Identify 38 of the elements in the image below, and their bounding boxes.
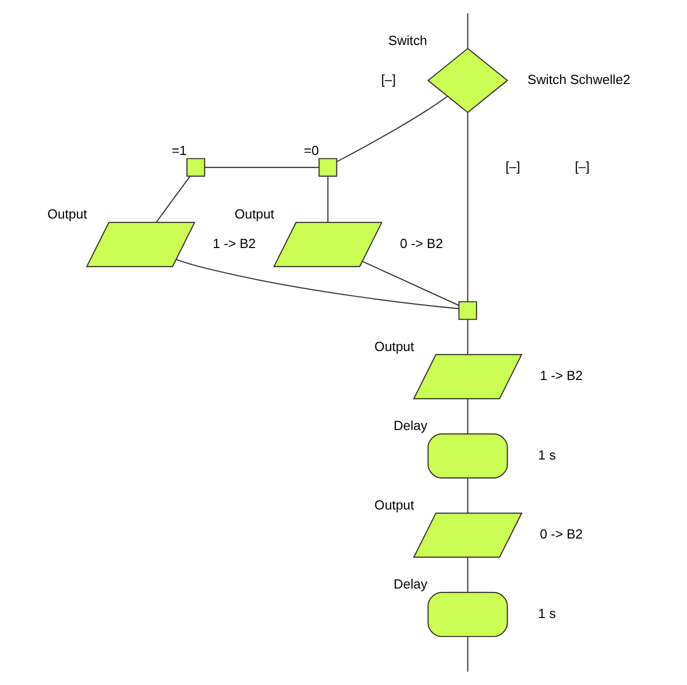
node-label: Delay [393, 418, 427, 434]
node-label: 1 -> B2 [212, 236, 256, 251]
connector [466, 478, 468, 514]
connector [336, 96, 448, 162]
connector [466, 13, 468, 48]
connector [466, 320, 468, 354]
label: [–] [505, 158, 520, 174]
node-box [186, 158, 205, 177]
connector [204, 166, 318, 168]
label: [–] [574, 158, 590, 174]
node-label: 0 -> B2 [400, 236, 442, 251]
connector [155, 176, 190, 223]
label: [–] [380, 72, 396, 87]
connector [326, 176, 328, 222]
connector [466, 557, 468, 592]
node-label: Delay [393, 576, 427, 592]
node-box [458, 301, 477, 320]
node-box [427, 433, 508, 478]
node-label: Output [234, 206, 274, 222]
node-label: 1 s [538, 447, 556, 462]
node-label: =0 [303, 142, 318, 158]
node-box [427, 592, 508, 638]
node-diamond [426, 48, 508, 114]
node-label: Output [374, 338, 414, 354]
node-label: =1 [171, 142, 186, 158]
node-label: Switch [388, 32, 427, 48]
node-label: Switch Schwelle2 [527, 72, 630, 87]
connector [466, 398, 468, 434]
node-label: 1 s [538, 606, 556, 621]
connector [466, 112, 468, 302]
connector [466, 636, 468, 672]
node-label: Output [374, 497, 414, 512]
connector [175, 258, 458, 310]
connector [362, 260, 459, 306]
node-label: Output [46, 206, 87, 222]
node-label: 1 -> B2 [539, 368, 582, 384]
node-box [318, 158, 337, 177]
node-label: 0 -> B2 [539, 526, 582, 542]
